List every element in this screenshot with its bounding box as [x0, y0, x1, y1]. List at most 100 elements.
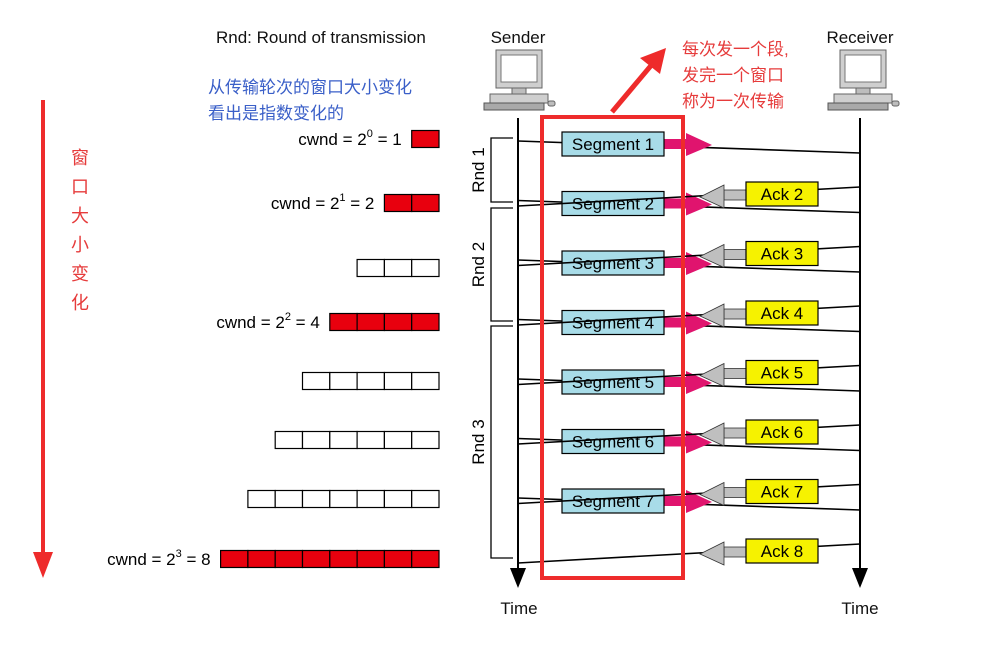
- window-cell-empty: [356, 489, 386, 509]
- sender-computer-icon: [483, 49, 556, 111]
- segment-arrow-body: [664, 258, 686, 268]
- window-cell-empty: [301, 371, 331, 391]
- segment-box: [561, 250, 665, 276]
- ack-arrow-body: [723, 189, 747, 201]
- note-blue-line-2: 看出是指数变化的: [208, 104, 344, 123]
- window-cell-filled: [383, 549, 413, 569]
- cwnd-label: cwnd = 23 = 8: [107, 548, 210, 569]
- window-cell-filled: [247, 549, 276, 569]
- ack-box: [745, 240, 819, 267]
- ack-arrow-body: [723, 249, 747, 260]
- cwnd-label-exponent: 2: [285, 311, 291, 323]
- segment-arrow-head: [686, 430, 712, 454]
- cwnd-label-tail: = 1: [373, 130, 402, 149]
- ack-arrow-head: [699, 303, 725, 328]
- vertical-note: 窗口大小变化: [71, 148, 89, 313]
- window-cell-empty: [411, 371, 440, 391]
- window-cell-empty: [383, 371, 413, 391]
- segment-label: Segment 4: [572, 314, 654, 333]
- window-cell-empty: [383, 430, 413, 450]
- window-cell-empty: [301, 430, 331, 450]
- note-red: 每次发一个段, 发完一个窗口 称为一次传输: [682, 40, 789, 111]
- segment-box: [561, 131, 665, 157]
- window-cell-filled: [383, 312, 413, 332]
- window-cell-filled: [411, 549, 440, 569]
- round-bracket: [490, 207, 513, 322]
- cwnd-label: cwnd = 21 = 2: [271, 192, 374, 213]
- round-label: Rnd 3: [469, 419, 488, 464]
- ack-arrow-body: [723, 546, 747, 558]
- window-cell-filled: [356, 312, 386, 332]
- ack-arrow-head: [699, 481, 725, 507]
- segment-arrow-body: [664, 436, 686, 447]
- cwnd-label-tail: = 4: [291, 313, 320, 332]
- round-bracket: [490, 325, 513, 559]
- window-cell-empty: [329, 371, 358, 391]
- vertical-note-char: 变: [71, 264, 89, 284]
- ack-box: [745, 419, 819, 445]
- segment-arrow-body: [664, 317, 686, 328]
- window-cell-filled: [329, 312, 358, 332]
- receiver-time-label: Time: [841, 599, 878, 618]
- note-blue: 从传输轮次的窗口大小变化 看出是指数变化的: [208, 78, 412, 123]
- note-pointer-arrow: [610, 48, 666, 114]
- round-label: Rnd 2: [469, 242, 488, 287]
- window-cell-empty: [329, 430, 358, 450]
- cwnd-label-exponent: 1: [339, 192, 345, 204]
- cwnd-label-tail: = 2: [346, 194, 375, 213]
- segment-arrow-head: [686, 371, 712, 394]
- segment-arrow-head: [686, 192, 712, 216]
- vertical-note-char: 口: [71, 177, 89, 197]
- window-cell-empty: [329, 489, 358, 509]
- window-cell-empty: [274, 489, 304, 509]
- note-blue-line-1: 从传输轮次的窗口大小变化: [208, 78, 412, 97]
- cwnd-label: cwnd = 22 = 4: [216, 311, 319, 332]
- window-cell-filled: [220, 549, 249, 569]
- ack-box: [745, 359, 819, 386]
- segment-arrow-head: [686, 133, 712, 156]
- cwnd-label-exponent: 0: [367, 128, 373, 140]
- window-cell-filled: [329, 549, 358, 569]
- window-cell-filled: [411, 193, 440, 213]
- window-cell-filled: [411, 129, 440, 149]
- segment-arrow-body: [664, 139, 686, 149]
- segment-label: Segment 2: [572, 195, 654, 214]
- vertical-note-char: 大: [71, 206, 89, 226]
- window-cell-empty: [356, 430, 386, 450]
- segment-label: Segment 7: [572, 492, 654, 511]
- segment-arrow-head: [686, 311, 712, 335]
- cwnd-label-exponent: 3: [176, 548, 182, 560]
- cwnd-label-base: cwnd = 2: [271, 194, 340, 213]
- cwnd-label: cwnd = 20 = 1: [298, 128, 401, 149]
- legend-text: Rnd: Round of transmission: [216, 28, 426, 47]
- ack-arrow-body: [723, 308, 747, 320]
- ack-arrow-head: [699, 541, 725, 566]
- ack-arrow-head: [699, 362, 725, 388]
- window-cell-filled: [411, 312, 440, 332]
- window-cell-filled: [383, 193, 413, 213]
- ack-label: Ack 6: [761, 423, 804, 442]
- note-red-line-1: 每次发一个段,: [682, 40, 789, 59]
- ack-label: Ack 3: [761, 245, 804, 264]
- ack-label: Ack 2: [761, 185, 804, 204]
- window-growth-arrow: [33, 100, 53, 578]
- ack-box: [745, 300, 819, 326]
- segment-arrow-body: [664, 377, 686, 387]
- window-cell-empty: [411, 489, 440, 509]
- segment-label: Segment 6: [572, 433, 654, 452]
- ack-arrow-head: [699, 243, 725, 269]
- ack-arrow-head: [699, 184, 725, 209]
- ack-arrow-body: [723, 487, 747, 498]
- ack-box: [745, 538, 819, 564]
- window-cell-empty: [301, 489, 331, 509]
- ack-box: [745, 478, 819, 505]
- segment-arrow-head: [686, 252, 712, 275]
- segment-label: Segment 1: [572, 135, 654, 154]
- window-cell-empty: [356, 258, 386, 278]
- window-cell-empty: [411, 258, 440, 278]
- cwnd-label-base: cwnd = 2: [216, 313, 285, 332]
- ack-label: Ack 5: [761, 364, 804, 383]
